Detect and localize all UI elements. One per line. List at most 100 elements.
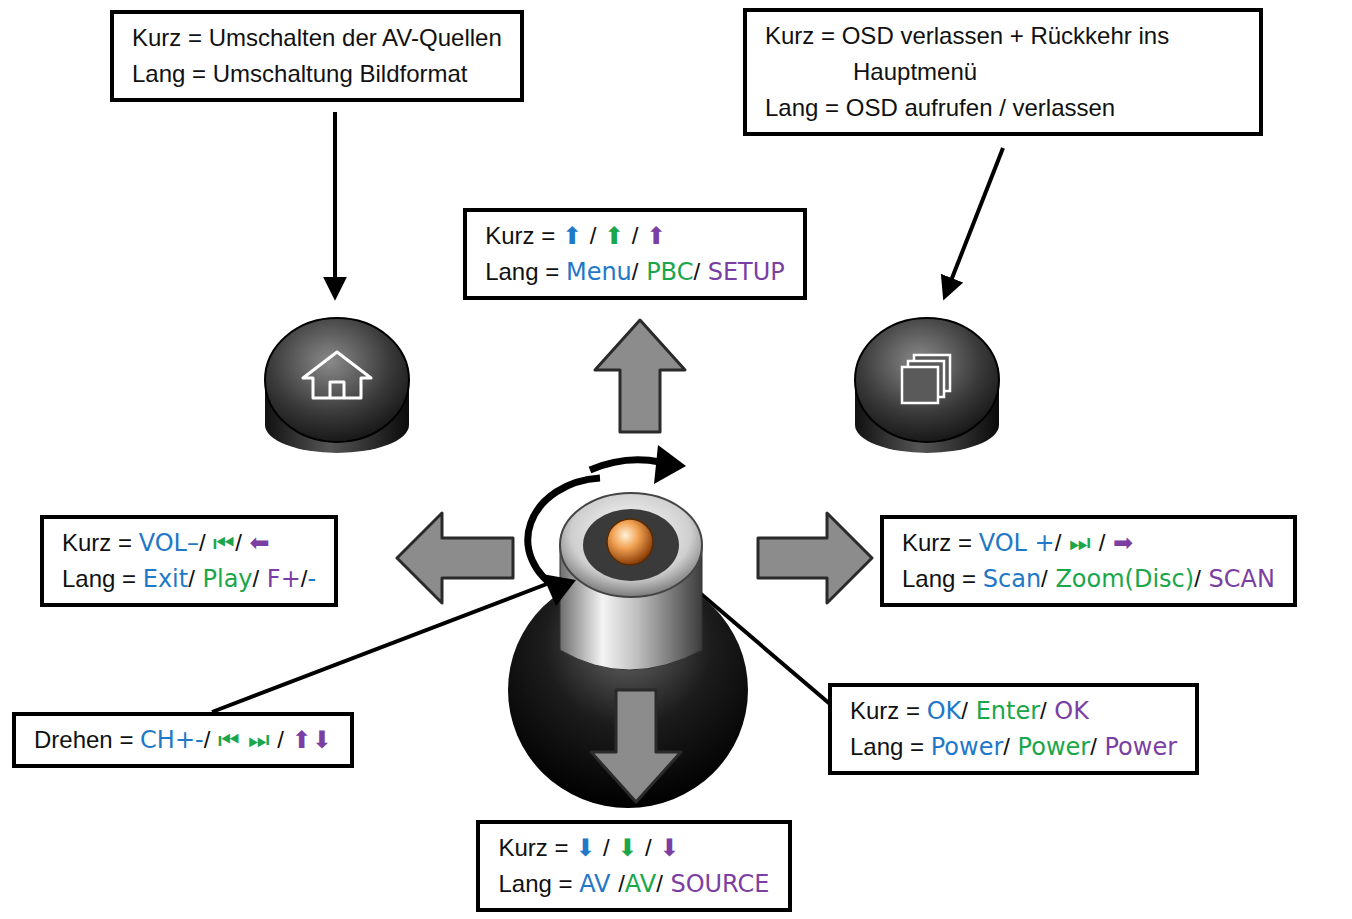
function-run: OK bbox=[1047, 697, 1089, 725]
separator: / bbox=[1194, 565, 1201, 592]
function-run: SOURCE bbox=[663, 870, 770, 898]
function-run: SCAN bbox=[1201, 565, 1275, 593]
illustration-part bbox=[945, 148, 1003, 296]
separator: / bbox=[656, 870, 663, 897]
callout-text: Lang = Exit/ Play/ F+/- bbox=[62, 561, 316, 597]
callout-text: Lang = Power/ Power/ Power bbox=[850, 729, 1177, 765]
function-run: ⬆⬇ bbox=[284, 726, 332, 754]
function-run: Zoom(Disc) bbox=[1048, 565, 1194, 593]
function-run: ⬆ bbox=[596, 222, 631, 250]
function-run: F+ bbox=[259, 565, 301, 593]
illustration-part bbox=[855, 318, 999, 442]
separator: / bbox=[199, 529, 206, 556]
text-run: Lang = bbox=[62, 565, 143, 592]
illustration-part bbox=[595, 320, 685, 432]
function-run: VOL + bbox=[979, 529, 1055, 557]
text-run: Lang = bbox=[902, 565, 983, 592]
callout-text: Kurz = VOL–/ ⏮/ ⬅ bbox=[62, 525, 316, 561]
callout-text: Lang = Umschaltung Bildformat bbox=[132, 56, 502, 92]
callout-box: Kurz = ⬆ / ⬆ / ⬆Lang = Menu/ PBC/ SETUP bbox=[463, 208, 807, 300]
function-run: Power bbox=[1010, 733, 1090, 761]
callout-text: Kurz = OSD verlassen + Rückkehr ins Haup… bbox=[765, 18, 1241, 90]
illustration-part bbox=[560, 493, 702, 597]
callout-box: Kurz = OK/ Enter/ OKLang = Power/ Power/… bbox=[828, 683, 1199, 775]
callout-box: Drehen = CH+-/ ⏮ ⏭ / ⬆⬇ bbox=[12, 712, 354, 768]
joystick bbox=[508, 493, 748, 808]
callout-text: Kurz = ⬆ / ⬆ / ⬆ bbox=[485, 218, 785, 254]
illustration-part bbox=[590, 460, 660, 470]
function-run: - bbox=[307, 565, 316, 593]
separator: / bbox=[301, 565, 308, 592]
illustration-part bbox=[397, 513, 513, 603]
function-run: VOL– bbox=[139, 529, 199, 557]
function-run: Play bbox=[195, 565, 253, 593]
text-run: Lang = bbox=[485, 258, 566, 285]
callout-box: Kurz = ⬇ / ⬇ / ⬇Lang = AV /AV/ SOURCE bbox=[476, 820, 791, 912]
separator: / bbox=[1099, 529, 1106, 556]
illustration-part bbox=[528, 478, 600, 590]
illustration-part bbox=[583, 509, 679, 581]
function-run: Scan bbox=[983, 565, 1041, 593]
callout-text: Kurz = VOL +/ ⏭ / ➡ bbox=[902, 525, 1275, 561]
function-run: OK bbox=[927, 697, 962, 725]
illustration-part bbox=[654, 445, 686, 484]
separator: / bbox=[188, 565, 195, 592]
callout-text: Kurz = OK/ Enter/ OK bbox=[850, 693, 1177, 729]
separator: / bbox=[1055, 529, 1062, 556]
function-run: AV bbox=[625, 870, 656, 898]
callout-text: Lang = Menu/ PBC/ SETUP bbox=[485, 254, 785, 290]
separator: / bbox=[1041, 565, 1048, 592]
function-run: ⏭ bbox=[1061, 529, 1098, 557]
direction-arrows bbox=[397, 320, 872, 802]
function-run: AV bbox=[579, 870, 618, 898]
function-run: ⏮ bbox=[206, 529, 236, 557]
separator: / bbox=[645, 834, 652, 861]
illustration-part bbox=[333, 112, 337, 296]
illustration-part bbox=[591, 690, 681, 802]
text-run: Lang = bbox=[850, 733, 931, 760]
callout-text: Lang = AV /AV/ SOURCE bbox=[498, 866, 769, 902]
illustration-part bbox=[607, 519, 653, 565]
callout-text: Kurz = ⬇ / ⬇ / ⬇ bbox=[498, 830, 769, 866]
separator: / bbox=[618, 870, 625, 897]
text-run: Kurz = bbox=[850, 697, 927, 724]
illustration-part bbox=[902, 367, 938, 403]
osd-button bbox=[855, 318, 999, 453]
callout-text: Lang = OSD aufrufen / verlassen bbox=[765, 90, 1241, 126]
text-run: Kurz = bbox=[498, 834, 575, 861]
separator: / bbox=[1090, 733, 1097, 760]
separator: / bbox=[253, 565, 260, 592]
function-run: ⬇ bbox=[652, 834, 680, 862]
function-run: Power bbox=[1097, 733, 1177, 761]
text-run: Lang = bbox=[498, 870, 579, 897]
separator: / bbox=[693, 258, 700, 285]
text-run: Drehen = bbox=[34, 726, 140, 753]
text-run: Kurz = bbox=[62, 529, 139, 556]
function-run: PBC bbox=[639, 258, 694, 286]
illustration-part bbox=[758, 513, 872, 603]
function-run: ⏮ ⏭ bbox=[210, 726, 277, 754]
callout-box: Kurz = Umschalten der AV-QuellenLang = U… bbox=[110, 10, 524, 102]
separator: / bbox=[1003, 733, 1010, 760]
function-run: Menu bbox=[566, 258, 632, 286]
callout-text: Drehen = CH+-/ ⏮ ⏭ / ⬆⬇ bbox=[34, 722, 332, 758]
function-run: ⬆ bbox=[638, 222, 666, 250]
function-run: Enter bbox=[968, 697, 1040, 725]
home-button bbox=[265, 318, 409, 453]
leader-lines bbox=[212, 112, 1003, 712]
callout-box: Kurz = VOL +/ ⏭ / ➡Lang = Scan/ Zoom(Dis… bbox=[880, 515, 1297, 607]
function-run: SETUP bbox=[700, 258, 785, 286]
separator: / bbox=[1040, 697, 1047, 724]
text-run: Kurz = bbox=[485, 222, 562, 249]
function-run: ⬅ bbox=[242, 529, 270, 557]
separator: / bbox=[235, 529, 242, 556]
function-run: Exit bbox=[143, 565, 188, 593]
separator: / bbox=[961, 697, 968, 724]
callout-text: Kurz = Umschalten der AV-Quellen bbox=[132, 20, 502, 56]
callout-text: Lang = Scan/ Zoom(Disc)/ SCAN bbox=[902, 561, 1275, 597]
illustration-part bbox=[265, 318, 409, 442]
callout-box: Kurz = OSD verlassen + Rückkehr ins Haup… bbox=[743, 8, 1263, 136]
callout-box: Kurz = VOL–/ ⏮/ ⬅Lang = Exit/ Play/ F+/- bbox=[40, 515, 338, 607]
function-run: ⬆ bbox=[562, 222, 590, 250]
